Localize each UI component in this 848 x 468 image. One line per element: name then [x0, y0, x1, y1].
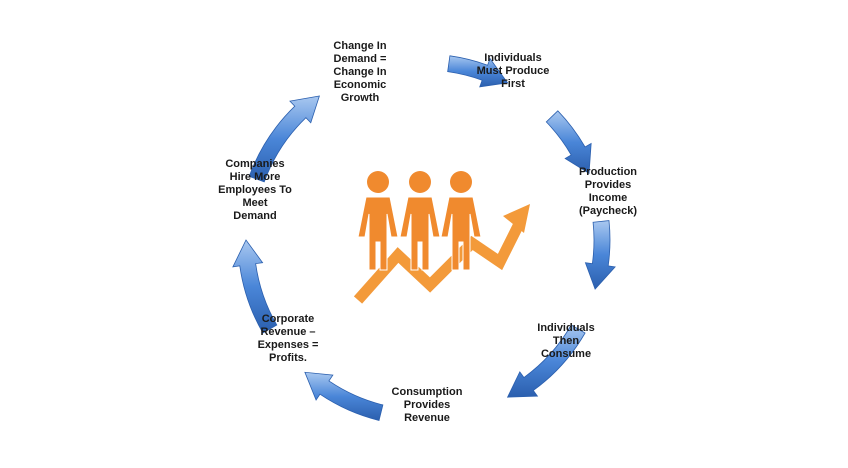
cycle-arrow-icon [232, 239, 278, 334]
cycle-arrow-icon [545, 110, 592, 175]
trend-up-arrow-icon [353, 204, 530, 304]
person-icon [440, 171, 482, 271]
cycle-arrow-icon [304, 371, 384, 421]
person-icon [357, 171, 399, 271]
step-label-individuals-consume: Individuals Then Consume [537, 322, 595, 360]
step-label-individuals-produce: Individuals Must Produce First [476, 52, 550, 90]
people-growth-icon [353, 171, 530, 304]
step-label-corporate-profits: Corporate Revenue – Expenses = Profits. [257, 313, 319, 364]
cycle-arrow-icon [584, 220, 616, 290]
cycle-arrow-icon [506, 324, 586, 398]
cycle-arrow-icon [248, 95, 320, 183]
step-label-companies-hire: Companies Hire More Employees To Meet De… [218, 158, 292, 222]
step-label-production-income: Production Provides Income (Paycheck) [578, 166, 638, 217]
cycle-arrow-icon [447, 55, 509, 88]
step-label-demand-growth: Change In Demand = Change In Economic Gr… [333, 40, 387, 104]
person-icon [399, 171, 441, 271]
step-label-consumption-revenue: Consumption Provides Revenue [391, 386, 463, 424]
